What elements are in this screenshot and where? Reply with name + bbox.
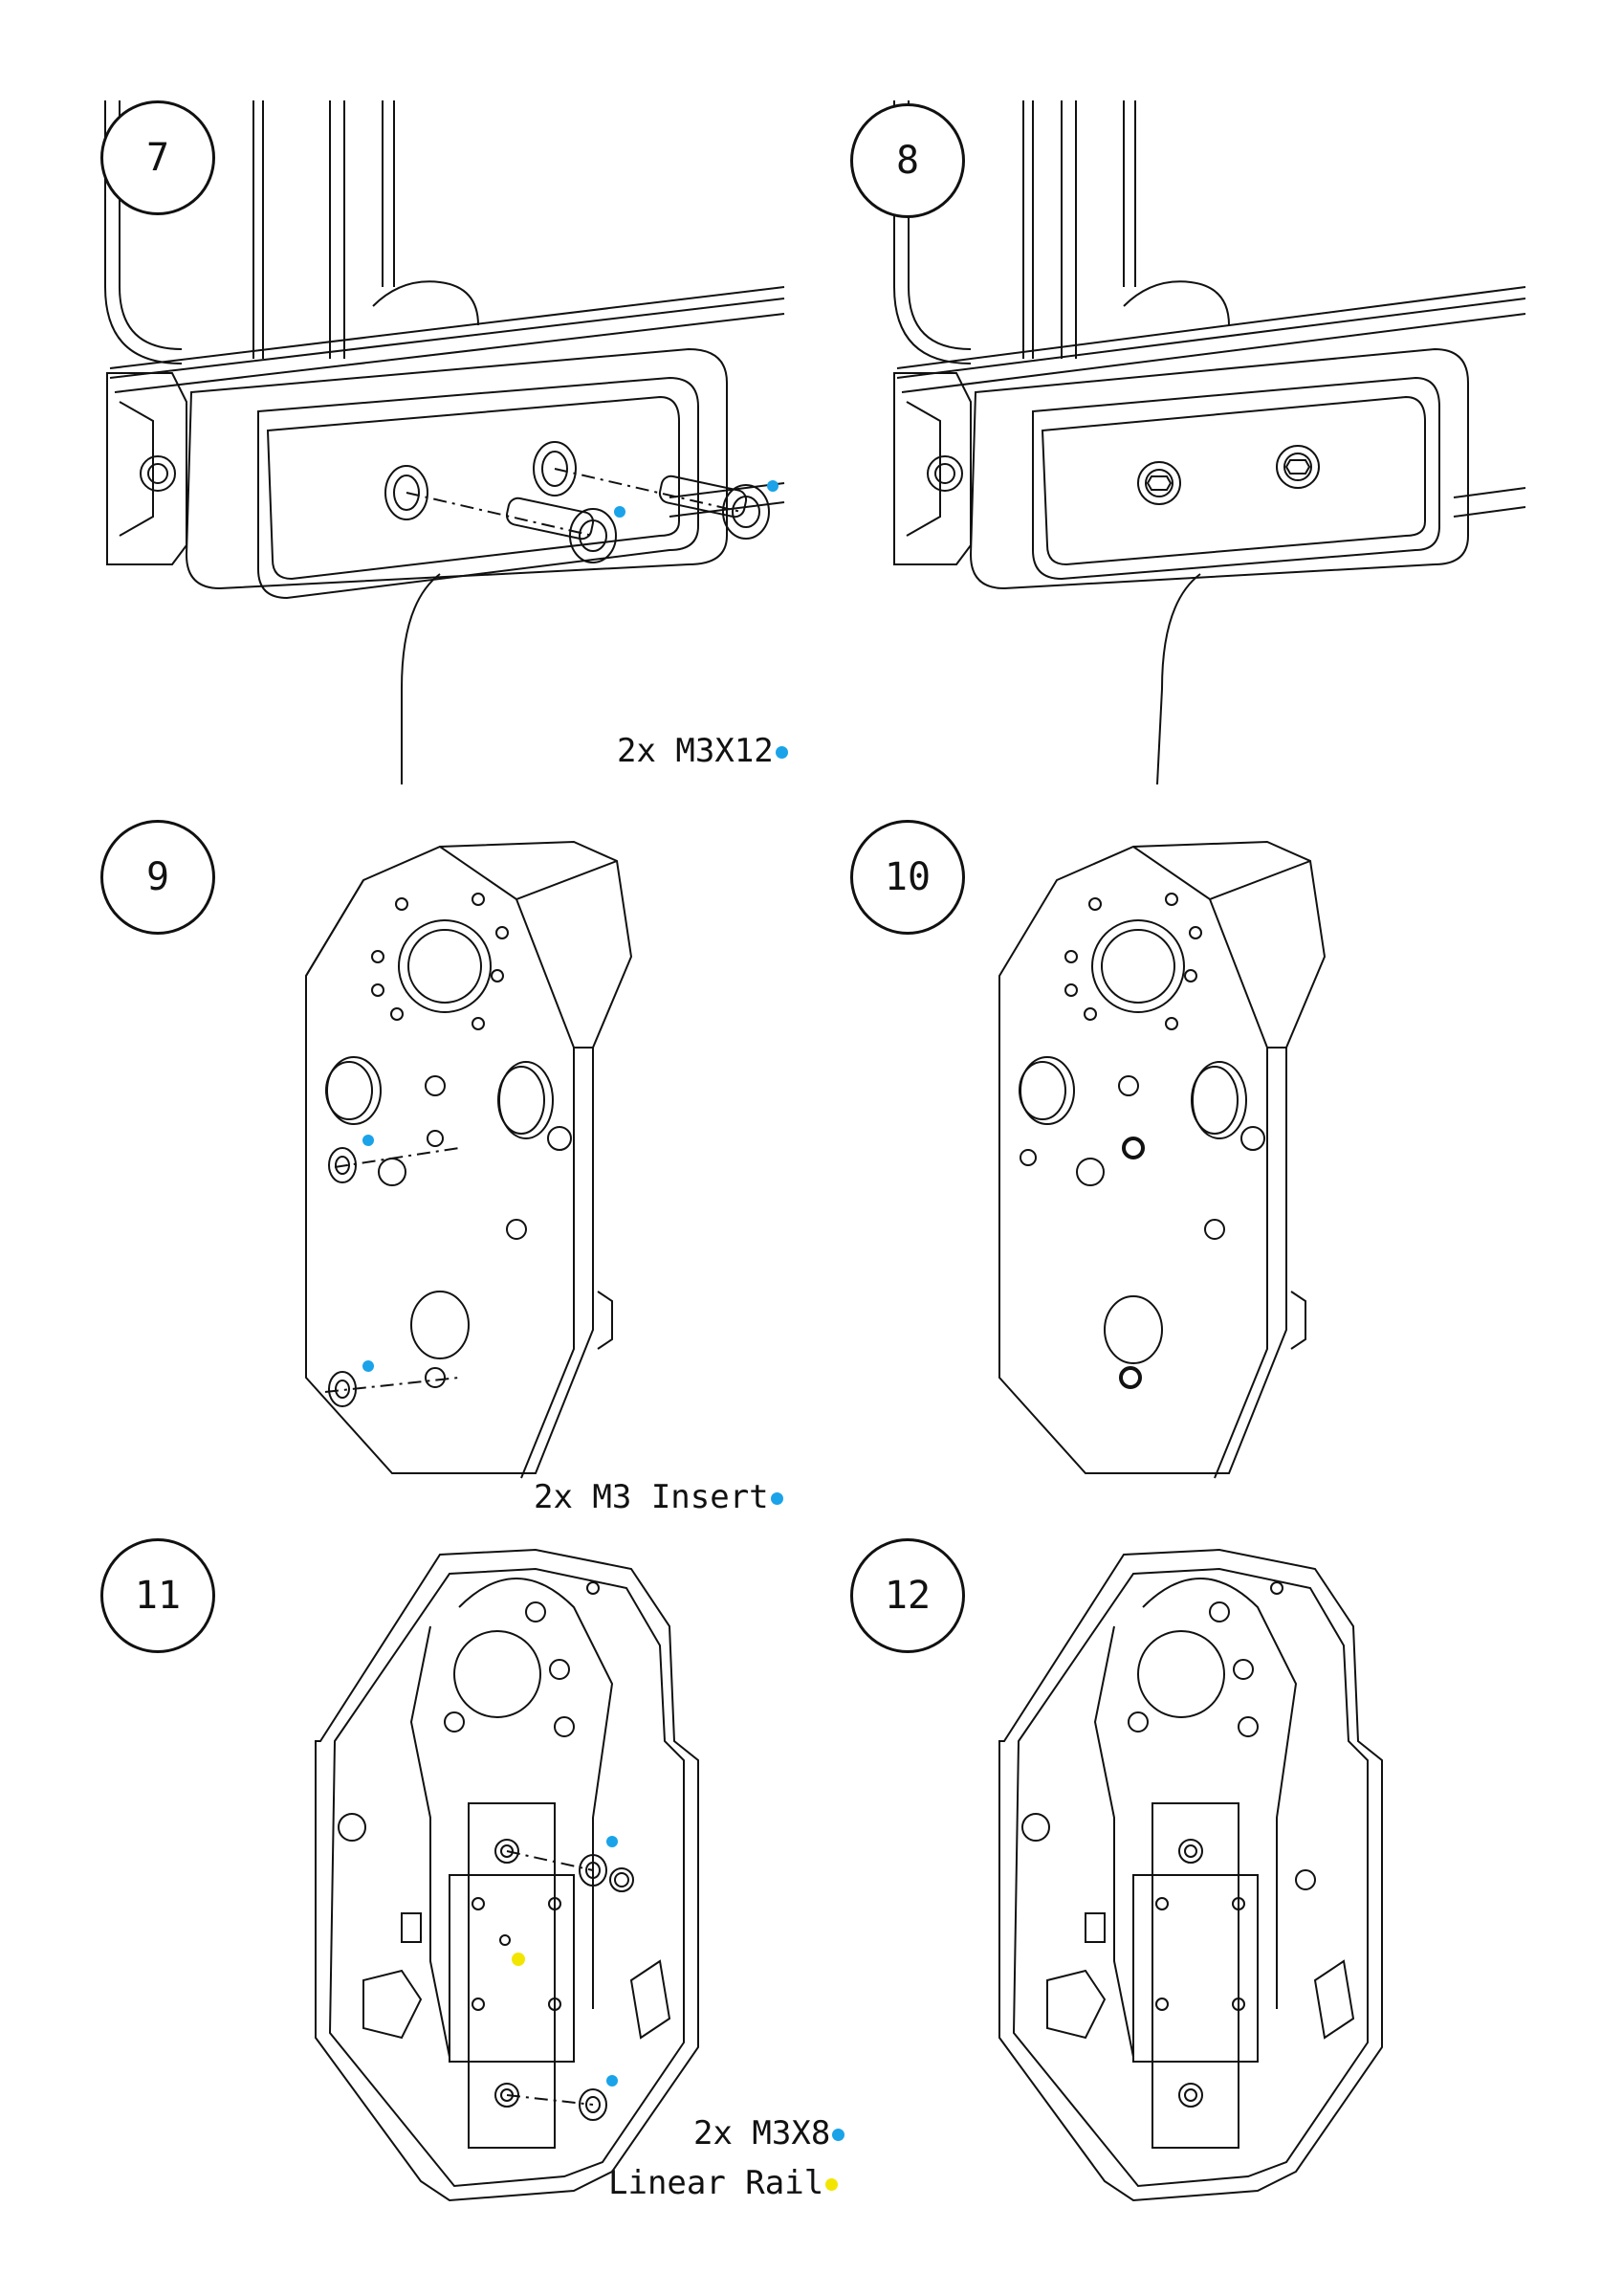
callout-linear-rail-text: Linear Rail	[608, 2164, 824, 2202]
step-12-number: 12	[884, 1574, 932, 1618]
callout-m3x12: 2x M3X12	[617, 732, 788, 770]
step-7-number: 7	[145, 136, 170, 180]
insert-marker-dot	[770, 1492, 783, 1505]
callout-m3x8-text: 2x M3X8	[693, 2114, 831, 2152]
step-11-number: 11	[134, 1574, 182, 1618]
step-9-number: 9	[145, 855, 170, 899]
callout-m3x8: 2x M3X8	[693, 2114, 845, 2152]
callout-m3-insert-text: 2x M3 Insert	[534, 1478, 769, 1516]
step-12-badge: 12	[850, 1538, 965, 1653]
screw-marker-dot	[832, 2129, 845, 2141]
step-10-number: 10	[884, 855, 932, 899]
rail-marker-dot	[825, 2178, 839, 2191]
callout-m3x12-text: 2x M3X12	[617, 732, 774, 770]
callout-m3-insert: 2x M3 Insert	[534, 1478, 783, 1516]
step-9-badge: 9	[100, 820, 215, 935]
step-10-badge: 10	[850, 820, 965, 935]
callout-linear-rail: Linear Rail	[608, 2164, 839, 2202]
step-8-number: 8	[895, 139, 920, 183]
step-8-badge: 8	[850, 103, 965, 218]
screw-marker-dot	[775, 746, 788, 759]
step-7-badge: 7	[100, 100, 215, 215]
step-11-badge: 11	[100, 1538, 215, 1653]
